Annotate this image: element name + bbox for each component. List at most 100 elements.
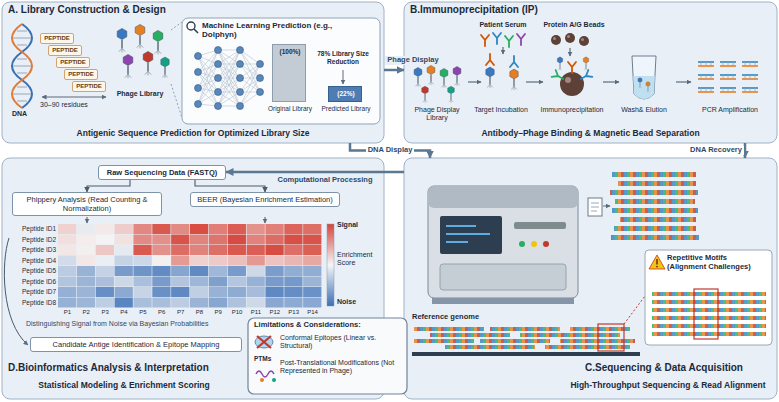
phage-library-part [123,54,133,78]
heatmap-cell [115,298,133,308]
node-text: PEPTIDE [68,71,94,77]
sequencer-part [514,222,566,229]
neural-network-part [215,103,222,110]
neural-network-part [237,103,244,110]
pcr-dna [698,62,758,92]
label: Immunoprecipitation [540,106,603,113]
neural-network-part [218,92,240,106]
heatmap-cell [133,277,151,287]
heatmap-cell [96,277,114,287]
neural-network-part [215,89,222,96]
heatmap-cell [171,298,189,308]
neural-network-part [218,50,240,92]
node-text-slot: Original Library [259,105,321,113]
label: Peptide ID1 [22,225,56,232]
node-text-slot: PTMs [254,355,271,363]
label-slot: 78% Library Size Reduction [310,50,376,65]
elution-tube-part [633,76,655,99]
node-heading-slot: Machine Learning Prediction (e.g., Dolph… [202,21,342,40]
label: P11 [251,309,261,315]
edge-label: Computational Processing [277,175,372,184]
pcr-dna-part [745,62,755,66]
edge-label: DNA Recovery [690,145,742,154]
label: Noise [337,298,356,305]
connector-arrow [87,180,130,192]
serum-antibodies-part [505,36,513,47]
peptide-box: PEPTIDE [56,57,90,68]
heatmap-cell [209,298,227,308]
node-text: Antigenic Sequence Prediction for Optimi… [77,128,310,138]
heatmap-cell [228,266,246,276]
heatmap-cell [284,298,302,308]
label-slot: Phage Display Library [405,106,469,123]
neural-network-part [257,61,264,68]
label-slot: Reference genome [412,313,479,322]
neural-network [195,47,264,110]
data-box: Raw Sequencing Data (FASTQ) [98,165,226,180]
node-text: Statistical Modeling & Enrichment Scorin… [38,380,209,390]
label-slot: P5 [133,309,152,316]
heatmap-cell [209,277,227,287]
heatmap-cell [247,256,265,266]
repetitive-motif-detail-part [694,289,718,339]
elution-tube-part [638,78,642,89]
label: P6 [158,309,165,315]
phage-display-library-part [422,86,429,103]
heatmap-cell [152,245,170,255]
label: DNA [12,110,27,117]
heatmap-cell [171,277,189,287]
node-heading-slot: C.Sequencing & Data Acquisition [585,362,743,374]
heatmap-cell [96,287,114,297]
connector-arrow [744,143,747,158]
label: Peptide ID8 [22,299,56,306]
repetitive-motif-detail-part [652,308,766,312]
library-bar: (100%)Original Library [272,44,306,102]
neural-network-part [195,85,202,92]
heatmap-cell [77,256,95,266]
node-heading: (100%) [280,48,301,55]
peptide-box: PEPTIDE [48,45,82,56]
label-slot: Distinguishing Signal from Noise via Bay… [26,320,208,328]
heatmap-cell [265,235,283,245]
node-text-slot: Antibody–Phage Binding & Magnetic Bead S… [404,128,777,138]
node-text: BEER (Bayesian Enrichment Estimation) [197,195,332,204]
sequencer-part [531,241,537,247]
heatmap-cell [77,277,95,287]
sequencer-part [519,241,525,247]
pcr-dna-part [723,88,733,92]
heatmap-cell [228,277,246,287]
heatmap-cell [247,235,265,245]
label: P1 [64,309,71,315]
label-slot: P1 [58,309,77,316]
magnetic-beads-part [553,37,556,40]
repetitive-motif-detail-part [652,316,766,320]
label: Peptide ID4 [22,257,56,264]
panel-grounds-part [182,18,380,124]
repetitive-motif-detail-part [652,300,766,304]
panel-grounds-part [404,158,777,399]
heatmap-cell [77,245,95,255]
flow-arrows-part [265,217,266,223]
heatmap-cell [209,245,227,255]
read-alignment-part [430,333,510,337]
target-incubation-part [510,69,518,90]
node-text: PEPTIDE [44,35,70,41]
label-slot: Protein A/G Beads [534,21,614,29]
neural-network-part [237,75,244,82]
heatmap-cell [265,298,283,308]
immunoprecipitation-complex-part [560,72,584,96]
edge-label-slot: DNA Recovery [688,146,744,155]
neural-network-part [240,64,260,106]
panel-grounds-part [2,2,384,143]
heatmap-cell [133,298,151,308]
node-heading: B.Immunoprecipitation (IP) [410,4,538,15]
target-incubation-part [486,67,494,88]
phage-library-part [117,28,127,52]
heatmap-cell [152,256,170,266]
label-slot: Peptide ID5 [4,266,56,277]
heatmap-cell [96,245,114,255]
label-slot: Patient Serum [468,21,538,29]
label-slot: DNA [12,110,27,118]
heatmap-cell [284,287,302,297]
heatmap-cell [303,224,321,234]
